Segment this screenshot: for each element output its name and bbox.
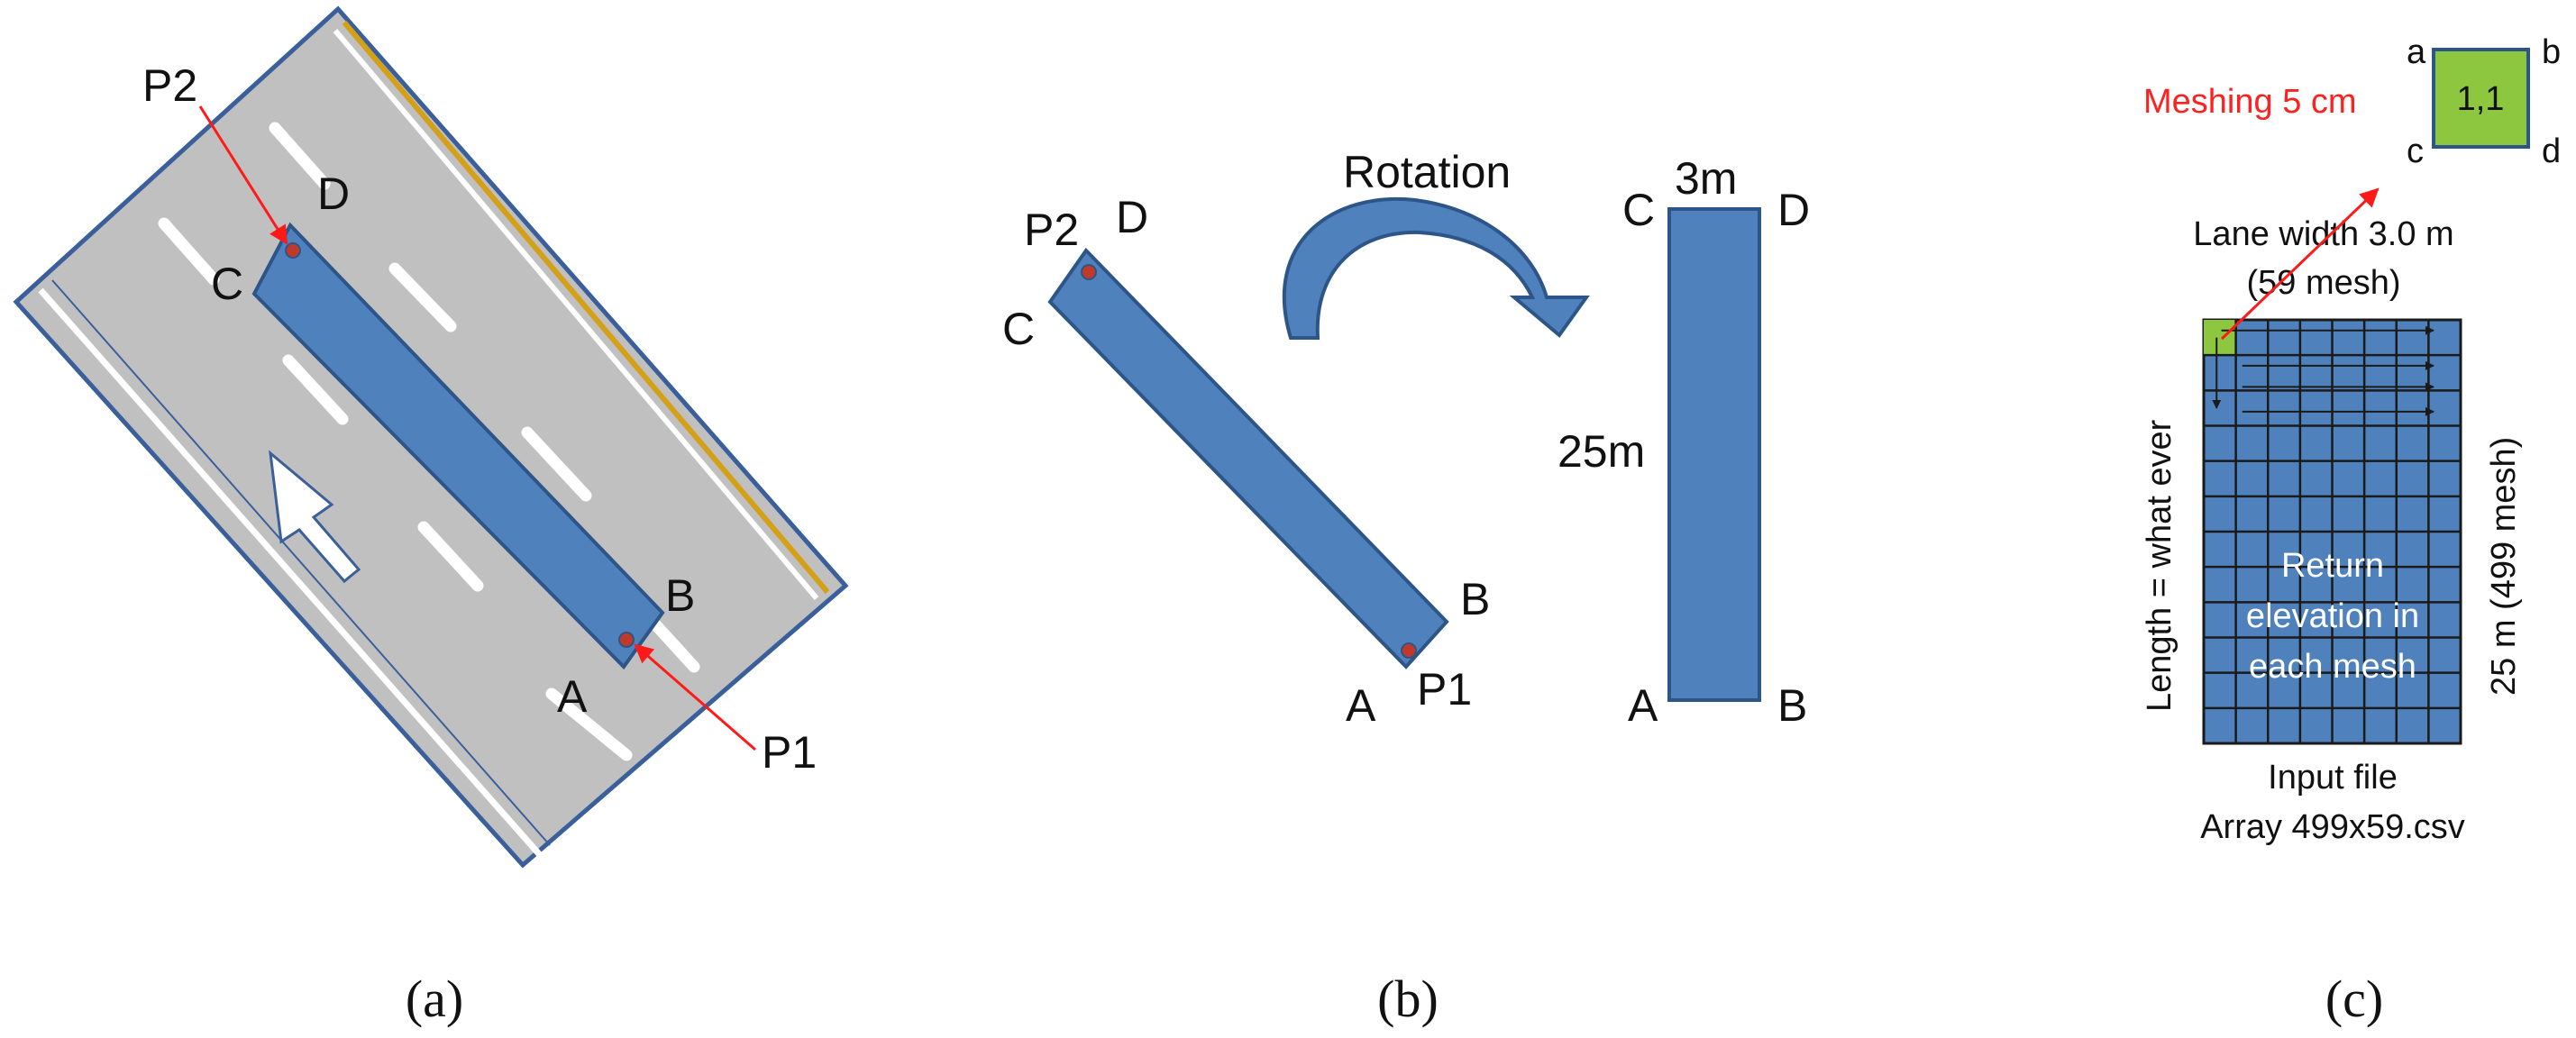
label-b: B	[665, 570, 695, 621]
edge-line-inner	[51, 279, 551, 846]
lane-dashes	[158, 122, 700, 761]
zoom-pointer	[2220, 187, 2380, 341]
mesh-cell-zoom	[2432, 48, 2530, 149]
label-p1: P1	[762, 727, 817, 778]
label-a-upright: A	[1628, 680, 1658, 731]
input-line2: Array 499x59.csv	[2200, 808, 2465, 846]
lane-width-line1: Lane width 3.0 m	[2193, 215, 2453, 253]
label-c-b: C	[1002, 304, 1035, 354]
upright-block	[1667, 207, 1761, 702]
label-d-b: D	[1116, 192, 1148, 242]
right-length-label: 25 m (499 mesh)	[2485, 437, 2523, 696]
arrow-p1	[634, 643, 756, 751]
corner-c: c	[2407, 132, 2424, 170]
corner-d: d	[2542, 132, 2561, 170]
meshing-label: Meshing 5 cm	[2143, 83, 2357, 121]
label-a-b: A	[1346, 680, 1376, 731]
caption-b: (b)	[1377, 970, 1439, 1028]
point-p1-marker	[618, 632, 635, 648]
mesh-first-cell	[2204, 320, 2236, 356]
edge-line-outer	[38, 287, 544, 859]
mesh-cell-label: 1,1	[2457, 80, 2505, 118]
panel-c: 1,1 a b c d Meshing 5 cm Lane width 3.0 …	[2141, 33, 2561, 1028]
label-3m: 3m	[1675, 153, 1737, 204]
corner-b: b	[2542, 33, 2561, 71]
point-p2-marker	[285, 242, 301, 259]
label-d-upright: D	[1777, 185, 1810, 235]
label-p2: P2	[142, 60, 197, 111]
label-p2-b: P2	[1024, 205, 1079, 255]
measured-block	[251, 222, 665, 670]
label-p1-b: P1	[1417, 664, 1472, 715]
label-a: A	[557, 671, 588, 722]
centre-line-yellow	[342, 21, 830, 594]
label-b-b: B	[1460, 574, 1490, 624]
inside-line1: Return	[2281, 547, 2384, 585]
length-label: Length = what ever	[2141, 419, 2179, 712]
inside-line2: elevation in	[2246, 597, 2419, 635]
mesh-grid	[2202, 318, 2462, 745]
direction-arrow	[269, 450, 361, 584]
label-b-upright: B	[1777, 680, 1807, 731]
label-d: D	[317, 168, 350, 219]
inside-line3: each mesh	[2249, 648, 2416, 686]
panel-b: P2 D C B A P1 Rotation 3m C D 25m A B (b…	[1002, 147, 1810, 1028]
point-p1-marker-b	[1401, 642, 1417, 659]
arrow-p2	[198, 105, 288, 245]
point-p2-marker-b	[1081, 264, 1097, 280]
input-line1: Input file	[2268, 759, 2398, 797]
centre-line-white	[333, 29, 819, 600]
label-c-upright: C	[1622, 185, 1655, 235]
corner-a: a	[2407, 33, 2426, 71]
label-c: C	[211, 259, 243, 309]
caption-c: (c)	[2325, 970, 2383, 1028]
panel-a: P2 D C B A P1 (a)	[13, 5, 849, 1028]
caption-a: (a)	[406, 970, 463, 1028]
rotation-arrow	[1282, 196, 1590, 340]
label-25m: 25m	[1557, 426, 1645, 477]
rotation-label: Rotation	[1343, 147, 1511, 197]
lane-width-line2: (59 mesh)	[2246, 264, 2400, 302]
tilted-block	[1047, 247, 1449, 669]
